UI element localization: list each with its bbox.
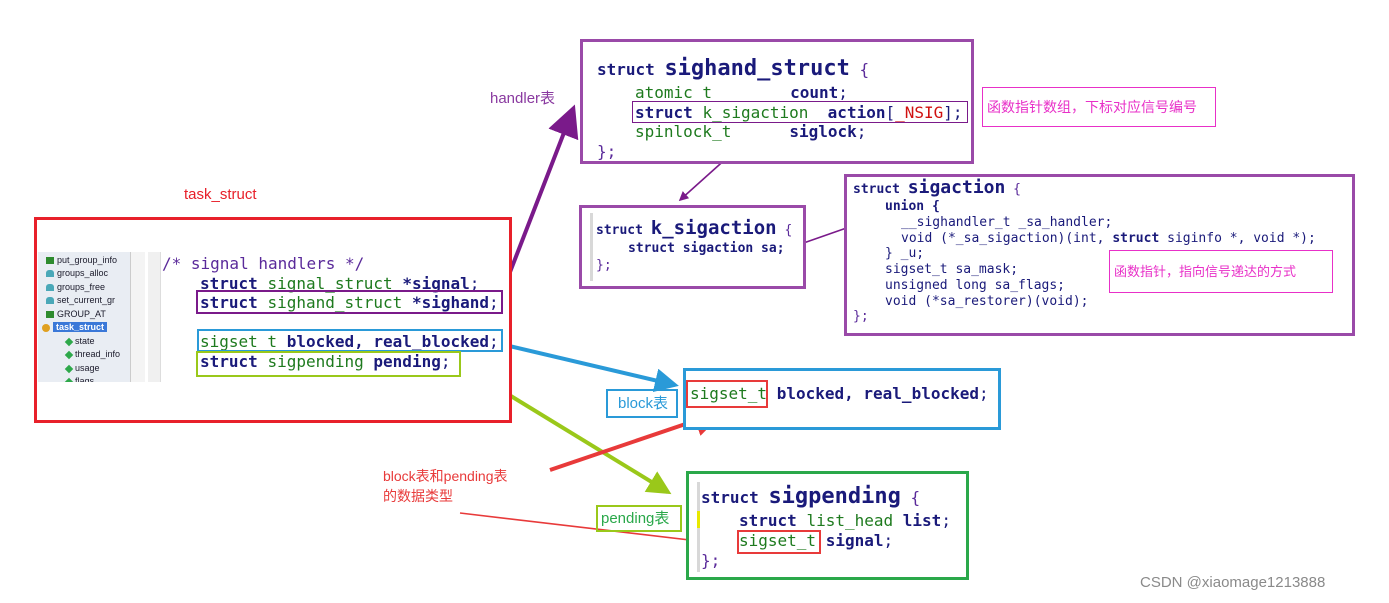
k-sigaction-box [579, 205, 806, 289]
blocked-arrow [504, 343, 679, 393]
tree-item-selected[interactable]: task_struct [42, 321, 108, 333]
tree-item[interactable]: set_current_gr [46, 294, 115, 306]
sigaction-header: struct sigaction { [853, 177, 1021, 198]
teal-icon [46, 284, 54, 292]
sighand-close: }; [597, 142, 617, 161]
tree-item[interactable]: state [64, 335, 95, 347]
pending-header: struct sigpending { [701, 484, 921, 509]
tree-item[interactable]: usage [64, 362, 100, 374]
block-sigset-highlight [686, 380, 768, 408]
k-sigaction-close: }; [596, 258, 612, 273]
sighand-field-action: struct k_sigaction action[_NSIG]; [635, 102, 963, 122]
tree-item[interactable]: put_group_info [46, 254, 117, 266]
handler-table-label: handler表 [490, 90, 556, 107]
tree-item[interactable]: groups_free [46, 281, 105, 293]
sigaction-sa-restorer: void (*sa_restorer)(void); [885, 294, 1089, 309]
tree-item[interactable]: thread_info [64, 348, 120, 360]
teal-icon [46, 297, 54, 305]
task-struct-label: task_struct [184, 186, 257, 203]
code-line-blocked: sigset_t blocked, real_blocked; [200, 332, 499, 351]
pending-gutter-mark [697, 511, 700, 528]
sigaction-sa-sigaction: void (*_sa_sigaction)(int, struct siginf… [901, 230, 1316, 246]
sigaction-close: }; [853, 309, 869, 324]
tree-item[interactable]: GROUP_AT [46, 308, 106, 320]
green-square-icon [46, 257, 54, 265]
block-box [683, 368, 1001, 430]
pending-field-list: struct list_head list; [739, 511, 951, 530]
code-line-signal: struct signal_struct *signal; [200, 273, 480, 293]
k-sigaction-gutter [590, 213, 593, 281]
action-highlight [632, 101, 968, 123]
data-type-note-line2: 的数据类型 [383, 488, 453, 504]
tree-scrollbar[interactable] [130, 252, 145, 382]
sigaction-union: union { [885, 199, 940, 214]
blocked-highlight [197, 329, 503, 352]
k-sigaction-field-sa: struct sigaction sa; [628, 241, 785, 256]
green-square-icon [46, 311, 54, 319]
pending-highlight [196, 351, 461, 377]
pending-sigset-highlight [737, 530, 821, 554]
pending-field-signal: sigset_t signal; [739, 531, 894, 550]
data-type-note-line1: block表和pending表 [383, 468, 508, 484]
code-comment: /* signal handlers */ [162, 254, 365, 273]
block-table-label: block表 [606, 389, 678, 418]
pending-box [686, 471, 969, 580]
k-sigaction-header: struct k_sigaction { [596, 217, 793, 239]
block-code-line: sigset_t blocked, real_blocked; [690, 384, 989, 403]
leaf-icon [64, 337, 74, 346]
sighand-highlight [196, 290, 503, 314]
tree-item[interactable]: groups_alloc [46, 267, 108, 279]
sigaction-sa-flags: unsigned long sa_flags; [885, 278, 1066, 293]
handler-arrow [503, 104, 579, 286]
sighand-header: struct sighand_struct { [597, 56, 870, 81]
func-ptr-array-note: 函数指针数组，下标对应信号编号 [982, 87, 1216, 127]
teal-icon [46, 270, 54, 278]
func-ptr-note: 函数指针，指向信号递达的方式 [1109, 250, 1333, 293]
leaf-icon [64, 350, 74, 359]
code-line-pending: struct sigpending pending; [200, 351, 451, 371]
editor-gutter [148, 252, 161, 382]
leaf-icon [64, 364, 74, 373]
code-line-sighand: struct sighand_struct *sighand; [200, 293, 499, 312]
watermark: CSDN @xiaomage1213888 [1140, 574, 1326, 591]
task-struct-box [34, 217, 512, 423]
sigaction-union-close: } _u; [885, 246, 925, 261]
leaf-icon [64, 377, 74, 382]
pending-table-label: pending表 [596, 505, 682, 532]
pending-close: }; [701, 551, 721, 570]
sigaction-sa-handler: __sighandler_t _sa_handler; [901, 215, 1113, 230]
sigaction-sa-mask: sigset_t sa_mask; [885, 262, 1019, 277]
tree-item[interactable]: flags [64, 375, 94, 382]
struct-icon [42, 323, 50, 332]
source-tree-panel: put_group_info groups_alloc groups_free … [38, 252, 130, 382]
